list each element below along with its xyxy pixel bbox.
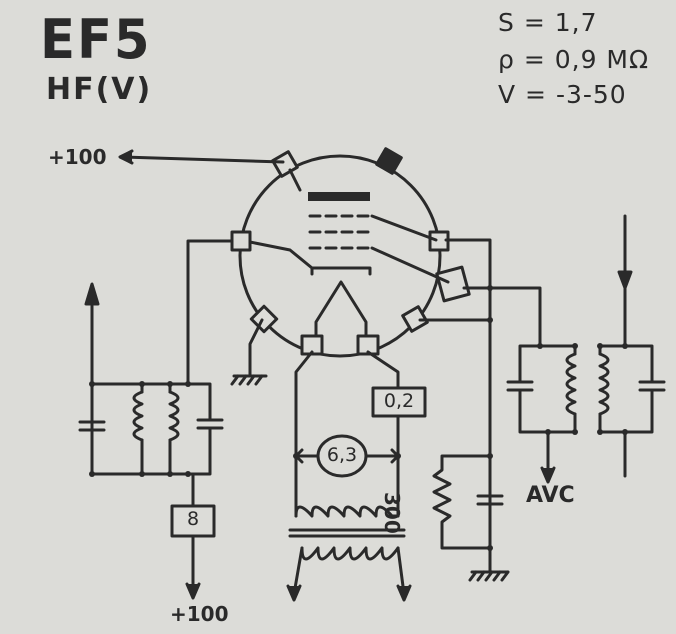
anode-supply-label: +100 xyxy=(48,145,107,169)
pin-heater-2 xyxy=(356,334,380,356)
pin-right-3 xyxy=(401,305,429,333)
cathode xyxy=(310,266,372,276)
heater-coil-top xyxy=(294,505,400,518)
pin-shield xyxy=(249,304,279,334)
param-v: V = -3-50 xyxy=(498,80,627,109)
left-coil-2 xyxy=(168,390,180,442)
tube-title: EF5 xyxy=(40,8,152,71)
arrow-up-left xyxy=(84,282,100,306)
ground-right xyxy=(468,554,510,582)
pin-left xyxy=(230,230,252,252)
screen-supply-label: +100 xyxy=(170,602,229,626)
pin-anode xyxy=(271,150,299,178)
avc-label: AVC xyxy=(526,483,575,508)
param-rho: ρ = 0,9 MΩ xyxy=(498,45,650,74)
ground-left xyxy=(230,374,268,386)
resistor-300-label: 300 xyxy=(380,492,404,534)
right-coil-2 xyxy=(598,352,610,416)
arrow-left xyxy=(118,149,134,165)
pin-top-right xyxy=(375,147,403,175)
param-s: S = 1,7 xyxy=(498,8,598,37)
arrow-down-right xyxy=(617,270,633,290)
heater-coil-bottom xyxy=(300,546,400,561)
right-coil-1 xyxy=(565,352,577,416)
arrow-down-left xyxy=(185,582,201,600)
left-capacitor xyxy=(78,382,106,476)
heater-current-label: 0,2 xyxy=(383,390,415,412)
heater-voltage-label: 6,3 xyxy=(326,444,358,466)
heater-filament xyxy=(314,280,368,338)
anode-plate xyxy=(308,192,370,201)
arrow-avc xyxy=(540,466,556,484)
pin-grid-cap xyxy=(435,265,471,303)
tube-envelope xyxy=(238,154,442,358)
left-coil-1 xyxy=(132,390,144,442)
screen-resistor-label: 8 xyxy=(186,508,200,530)
tube-subtitle: HF(V) xyxy=(46,72,153,107)
